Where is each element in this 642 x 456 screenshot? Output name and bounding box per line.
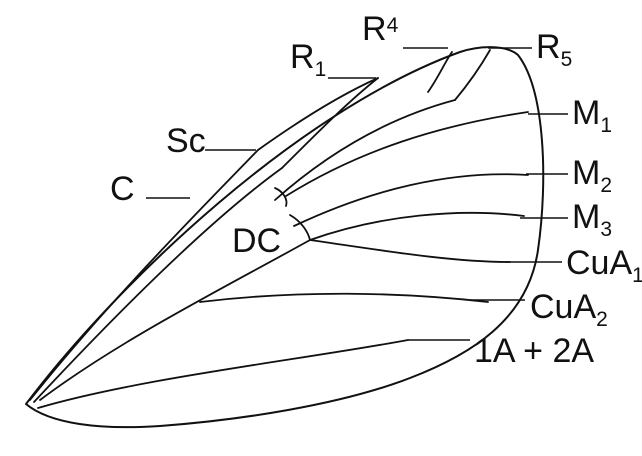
label-anal: 1A + 2A — [474, 332, 594, 370]
vein-discal-arc — [274, 187, 288, 207]
vein-discal-close — [289, 214, 311, 241]
label-r5: R5 — [536, 28, 572, 71]
vein-costa-inner — [29, 149, 259, 401]
vein-m2 — [293, 173, 529, 227]
vein-cubital-stem — [39, 239, 311, 401]
vein-sc-r — [257, 77, 379, 151]
label-sc: Sc — [166, 122, 206, 160]
vein-subcosta — [33, 167, 283, 403]
wing-outline — [25, 46, 545, 429]
vein-r1 — [281, 77, 379, 169]
label-m3: M3 — [572, 198, 612, 241]
vein-cua1 — [309, 239, 511, 263]
label-m1: M1 — [572, 94, 612, 137]
vein-r5 — [454, 49, 491, 101]
label-cua1: CuA1 — [566, 244, 642, 287]
vein-m3 — [309, 211, 525, 241]
vein-anal — [37, 339, 409, 409]
label-dc: DC — [232, 222, 281, 260]
vein-radial-stem — [274, 99, 456, 201]
label-cua2: CuA2 — [530, 288, 608, 331]
label-c: C — [110, 170, 135, 208]
label-m2: M2 — [572, 154, 612, 197]
label-r4: R4 — [362, 10, 399, 48]
vein-cua2 — [199, 292, 489, 303]
label-r1: R1 — [290, 38, 326, 81]
vein-r4 — [427, 51, 453, 93]
vein-m1 — [285, 111, 529, 197]
